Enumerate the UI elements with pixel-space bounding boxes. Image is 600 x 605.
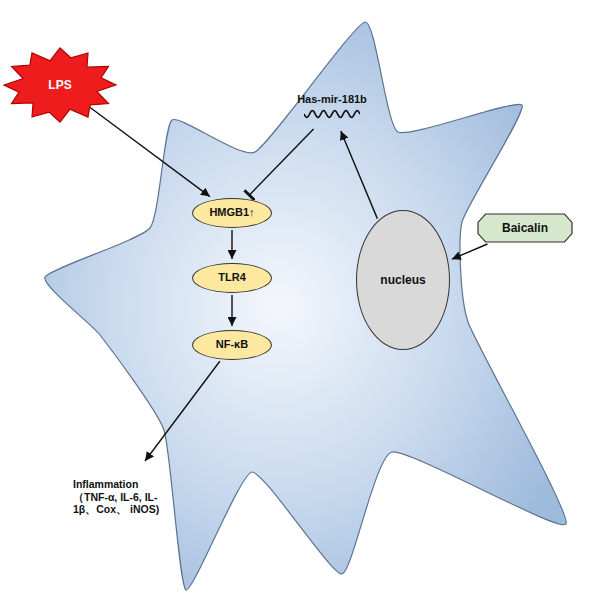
- arrow-line: [341, 131, 378, 219]
- arrow-line: [145, 361, 220, 461]
- node-text: LPS: [48, 78, 71, 92]
- mirna-squiggle: [304, 108, 360, 120]
- lps-starburst: LPS: [4, 48, 116, 122]
- drug-octagon: Baicalin: [478, 214, 572, 242]
- mirna-label: Has-mir-181b: [287, 93, 377, 127]
- node-text: Baicalin: [502, 221, 548, 235]
- arrow-line: [88, 106, 209, 196]
- node-text: TLR4: [218, 271, 246, 284]
- protein-oval: TLR4: [192, 263, 272, 293]
- node-text: Inflammation （TNF-α, IL-6, IL-1β、Cox、 iN…: [73, 478, 163, 516]
- cell-outline: [45, 22, 566, 590]
- protein-oval: NF-κB: [192, 330, 272, 360]
- arrow-line: [231, 295, 232, 326]
- node-text: NF-κB: [216, 338, 248, 351]
- node-text: Has-mir-181b: [297, 93, 367, 106]
- protein-oval: HMGB1↑: [192, 198, 272, 228]
- node-text: nucleus: [380, 273, 425, 287]
- nucleus-oval: nucleus: [356, 210, 450, 350]
- node-text: HMGB1↑: [209, 206, 254, 219]
- arrow-line: [452, 244, 488, 259]
- inhibition-line: [249, 129, 314, 195]
- inflammation-text: Inflammation （TNF-α, IL-6, IL-1β、Cox、 iN…: [73, 465, 163, 529]
- arrow-line: [231, 230, 232, 259]
